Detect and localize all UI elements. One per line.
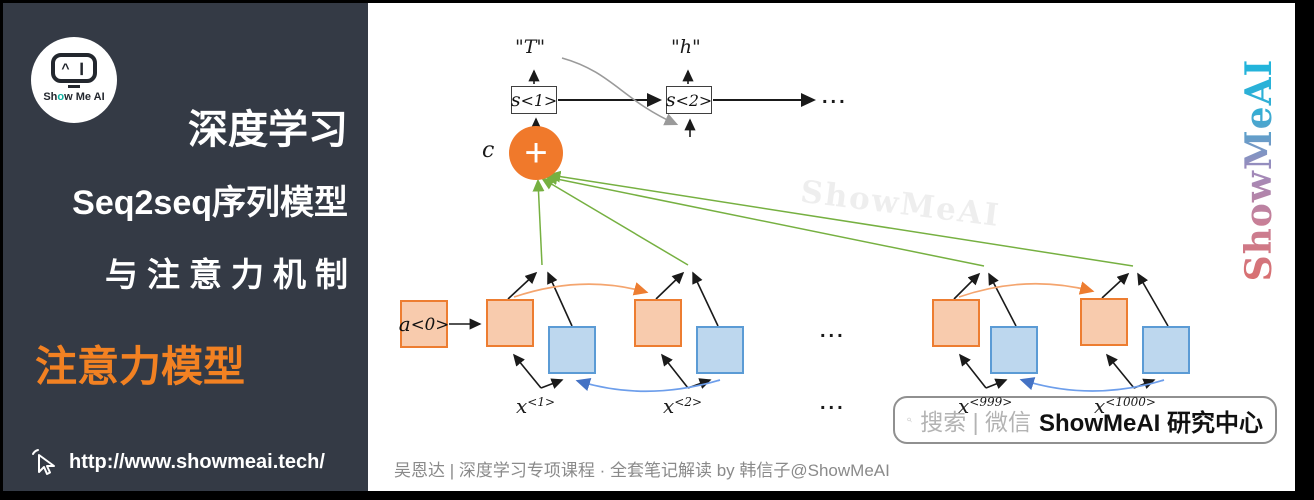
input-label-x1: x<1> — [516, 394, 555, 418]
backward-rnn-cell-2 — [696, 326, 744, 374]
input-label-x2: x<2> — [663, 394, 702, 418]
website-row: http://www.showmeai.tech/ — [29, 447, 325, 477]
context-sum-node: + — [509, 126, 563, 180]
state-box-s2: s<2> — [666, 86, 712, 114]
robot-eye-right: ❙ — [76, 61, 87, 75]
showmeai-logo: ^ ❙ Show Me AI — [31, 37, 117, 123]
s2-base: s — [665, 89, 676, 111]
title-line-1: 深度学习 — [188, 108, 348, 152]
x1000-base: x — [1094, 394, 1106, 418]
forward-rnn-cell-999 — [932, 299, 980, 347]
a0-base: a — [398, 312, 411, 336]
x2-sup: <2> — [674, 395, 703, 409]
logo-text: Show Me AI — [43, 91, 104, 103]
s1-base: s — [510, 89, 521, 111]
s1-sup: <1> — [520, 90, 558, 110]
cursor-icon — [32, 449, 55, 475]
input-label-x999: x<999> — [958, 394, 1012, 418]
x1-base: x — [516, 394, 528, 418]
ellipsis-mid: ... — [820, 320, 846, 342]
logo-text-post: w Me AI — [64, 91, 105, 103]
s2-sup: <2> — [675, 90, 713, 110]
logo-text-pre: Sh — [43, 91, 58, 103]
forward-rnn-cell-2 — [634, 299, 682, 347]
robot-neck — [68, 85, 80, 88]
search-brand: ShowMeAI 研究中心 — [1038, 409, 1263, 437]
wechat-search-bar: 搜索 | 微信 ShowMeAI 研究中心 — [893, 396, 1277, 444]
a0-box: a<0> — [398, 300, 450, 348]
output-label-T: "T" — [515, 36, 546, 58]
backward-rnn-cell-999 — [990, 326, 1038, 374]
footer-caption: 吴恩达 | 深度学习专项课程 · 全套笔记解读 by 韩信子@ShowMeAI — [394, 461, 890, 480]
ellipsis-after-s2: ... — [822, 86, 848, 108]
backward-rnn-cell-1 — [548, 326, 596, 374]
robot-icon: ^ ❙ — [51, 53, 97, 83]
x999-sup: <999> — [969, 395, 1013, 409]
x1-sup: <1> — [527, 395, 556, 409]
input-label-x1000: x<1000> — [1094, 394, 1156, 418]
logo-text-o: o — [57, 91, 65, 103]
x999-base: x — [958, 394, 970, 418]
robot-eye-left: ^ — [61, 60, 70, 76]
output-label-h: "h" — [671, 36, 701, 58]
website-link[interactable]: http://www.showmeai.tech/ — [69, 450, 325, 473]
context-label: c — [482, 138, 495, 163]
title-line-2: Seq2seq序列模型 — [72, 184, 348, 222]
vertical-brand: ShowMeAI — [1238, 35, 1280, 305]
title-line-3: 与注意力机制 — [105, 256, 357, 293]
page-title: 注意力模型 — [35, 343, 246, 390]
search-icon — [907, 417, 912, 423]
x2-base: x — [663, 394, 675, 418]
sidebar: ^ ❙ Show Me AI 深度学习 Seq2seq序列模型 与注意力机制 注… — [3, 3, 368, 491]
ellipsis-bottom: ... — [820, 392, 846, 414]
a0-sup: <0> — [410, 314, 450, 334]
forward-rnn-cell-1 — [486, 299, 534, 347]
state-box-s1: s<1> — [511, 86, 557, 114]
course-title: 深度学习 Seq2seq序列模型 与注意力机制 — [72, 97, 348, 296]
search-hint: 搜索 | 微信 — [920, 409, 1031, 435]
backward-rnn-cell-1000 — [1142, 326, 1190, 374]
x1000-sup: <1000> — [1105, 395, 1156, 409]
forward-rnn-cell-1000 — [1080, 298, 1128, 346]
